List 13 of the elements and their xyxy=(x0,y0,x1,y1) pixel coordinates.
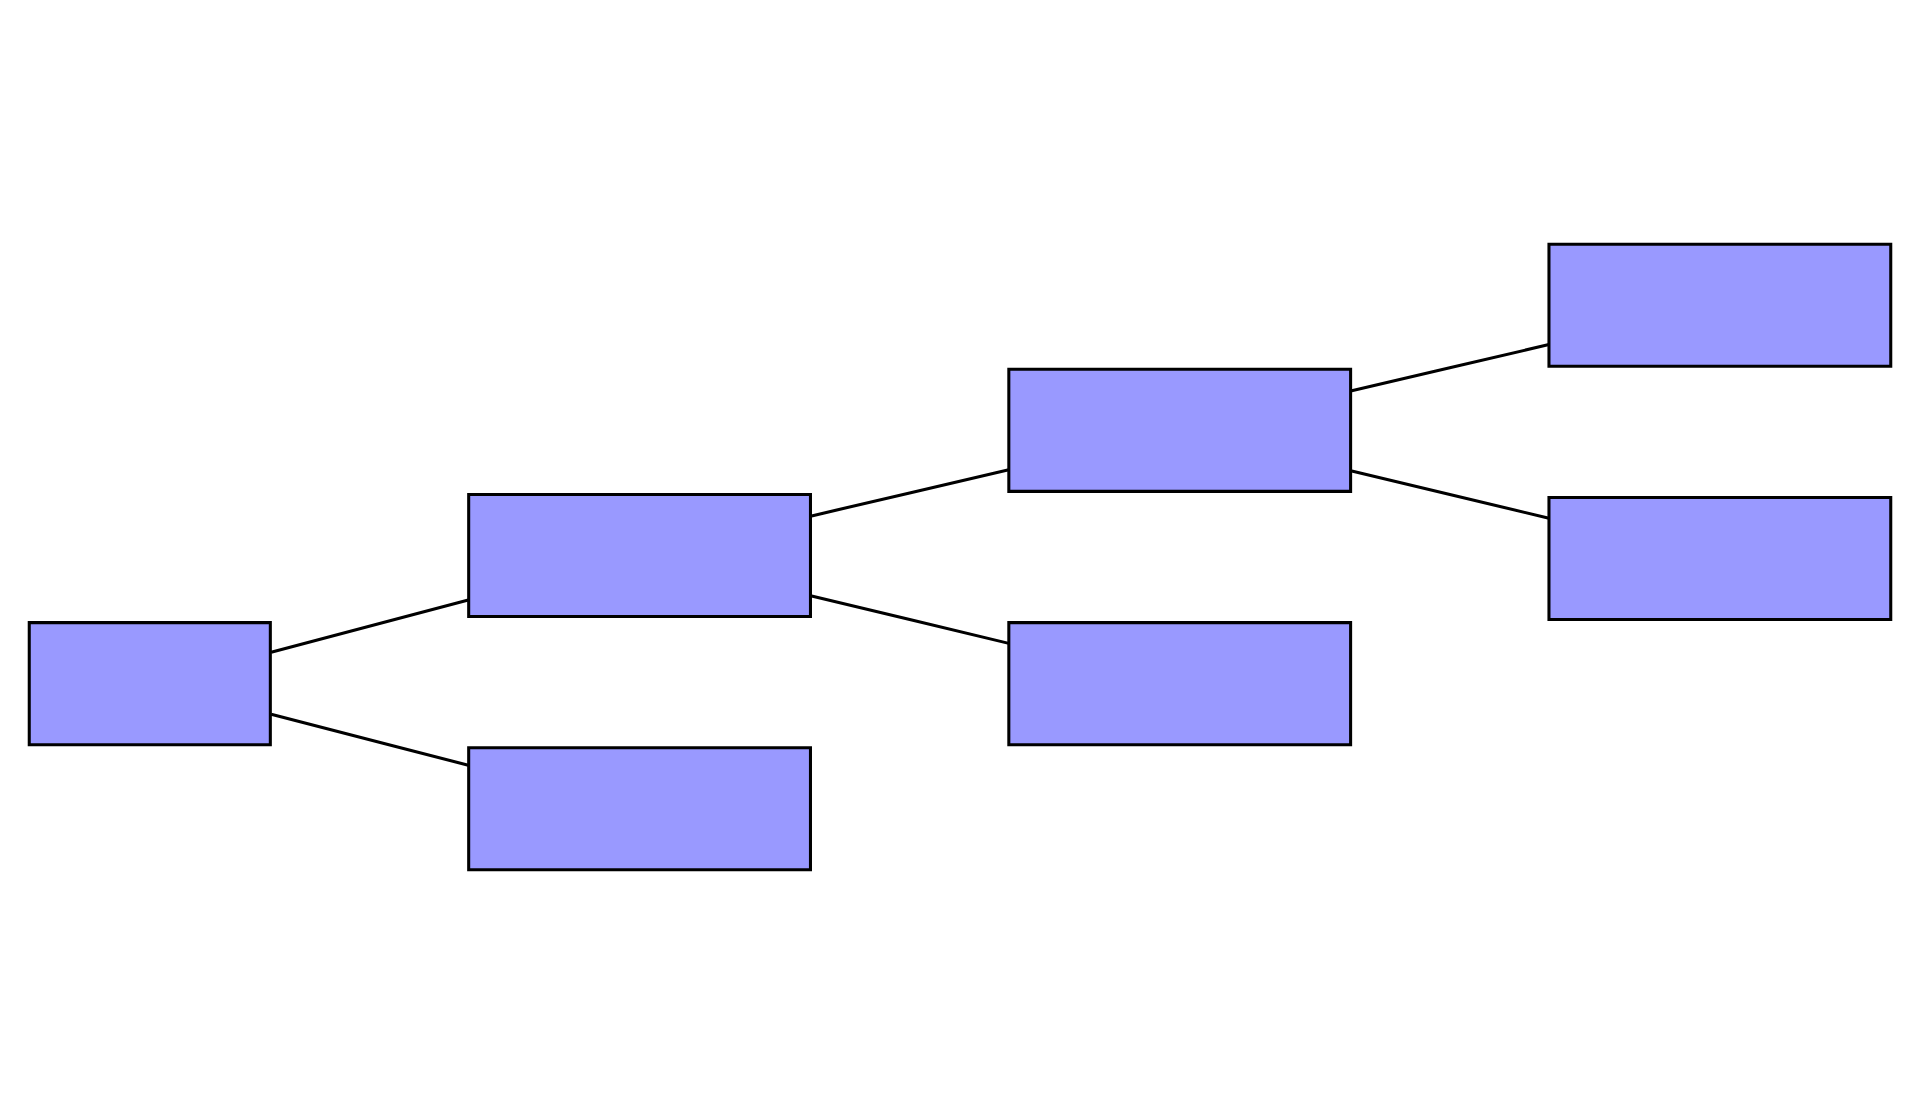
node-box xyxy=(1547,495,1893,622)
node-box xyxy=(27,621,272,747)
connector xyxy=(270,598,469,654)
connector xyxy=(270,712,469,767)
connector xyxy=(1351,343,1550,393)
connector xyxy=(811,468,1010,518)
connector xyxy=(1351,469,1550,520)
node-box xyxy=(1007,621,1353,747)
node-box xyxy=(1547,242,1893,368)
node-box xyxy=(467,746,812,872)
connector xyxy=(811,594,1010,645)
node-box xyxy=(467,492,812,619)
node-box xyxy=(1007,367,1353,493)
